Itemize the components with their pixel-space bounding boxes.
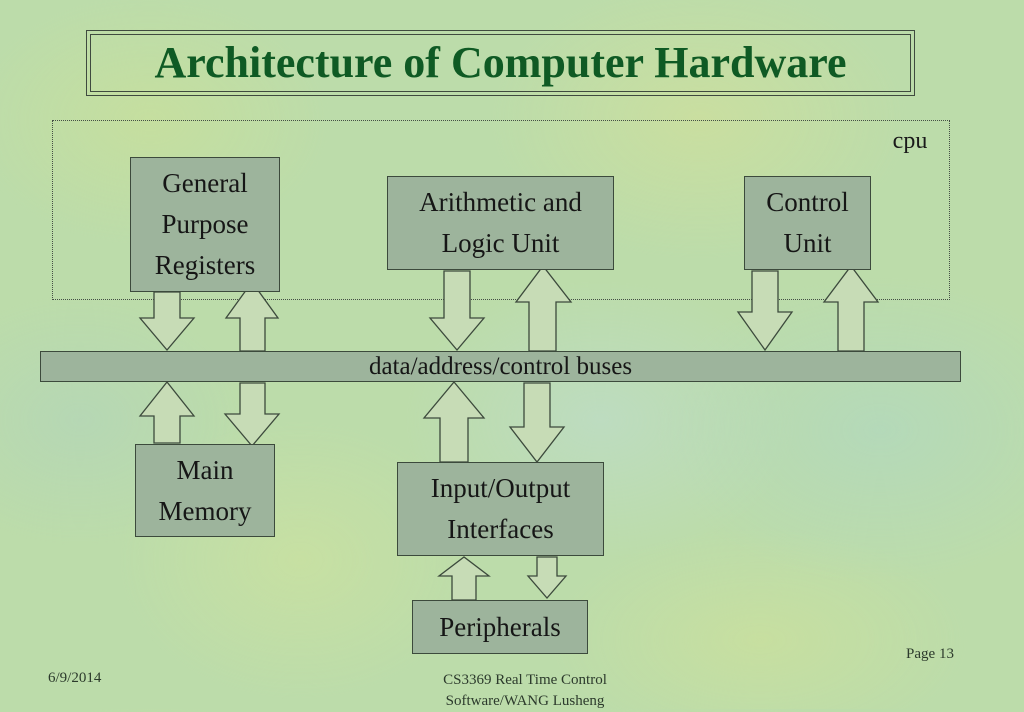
io-interfaces-label: Input/Output Interfaces xyxy=(430,473,571,544)
general-purpose-registers-box: General Purpose Registers xyxy=(130,157,280,292)
arrow-bus-to-alu xyxy=(514,264,573,352)
footer-course-line1: CS3369 Real Time Control xyxy=(443,672,607,688)
io-interfaces-box: Input/Output Interfaces xyxy=(397,462,604,556)
system-bus-bar: data/address/control buses xyxy=(40,351,961,382)
arrow-bus-to-memory xyxy=(223,382,281,448)
alu-box: Arithmetic and Logic Unit xyxy=(387,176,614,270)
footer-course: CS3369 Real Time Control Software/WANG L… xyxy=(380,670,670,712)
control-unit-box: Control Unit xyxy=(744,176,871,270)
arrow-bus-to-io xyxy=(508,382,566,464)
arrow-memory-to-bus xyxy=(138,380,196,444)
arrow-peripherals-to-io xyxy=(437,556,491,601)
arrow-io-to-peripherals xyxy=(526,556,568,599)
peripherals-box: Peripherals xyxy=(412,600,588,654)
title-frame: Architecture of Computer Hardware xyxy=(86,30,915,96)
title-inner-border: Architecture of Computer Hardware xyxy=(90,34,911,92)
arrow-bus-to-gpr xyxy=(224,280,280,352)
arrow-gpr-to-bus xyxy=(138,291,196,352)
cpu-boundary xyxy=(52,120,950,300)
general-purpose-registers-label: General Purpose Registers xyxy=(154,168,256,280)
arrow-io-to-bus xyxy=(422,380,486,463)
arrow-bus-to-cu xyxy=(822,264,880,352)
alu-label: Arithmetic and Logic Unit xyxy=(419,187,582,258)
system-bus-label: data/address/control buses xyxy=(368,352,633,380)
main-memory-label: Main Memory xyxy=(158,454,252,526)
peripherals-label: Peripherals xyxy=(439,611,561,642)
footer-course-line2: Software/WANG Lusheng xyxy=(445,693,605,709)
cpu-label: cpu xyxy=(892,128,928,154)
control-unit-label: Control Unit xyxy=(766,187,849,258)
arrow-alu-to-bus xyxy=(428,270,486,352)
footer-date: 6/9/2014 xyxy=(48,670,102,686)
main-memory-box: Main Memory xyxy=(135,444,275,537)
footer-page-number: Page 13 xyxy=(906,646,954,662)
slide-title: Architecture of Computer Hardware xyxy=(154,38,847,87)
arrow-cu-to-bus xyxy=(736,270,794,352)
